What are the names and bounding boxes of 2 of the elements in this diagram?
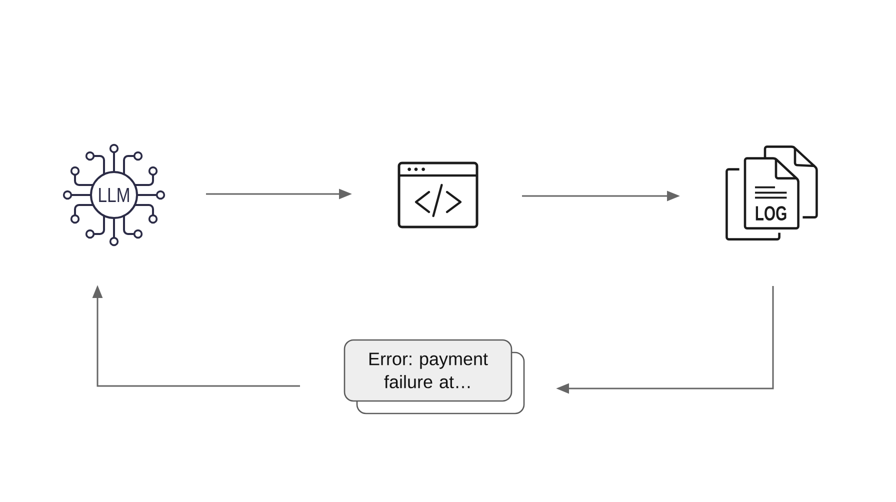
code-window-icon (398, 162, 478, 228)
message-card: Error: payment failure at… (344, 339, 525, 414)
